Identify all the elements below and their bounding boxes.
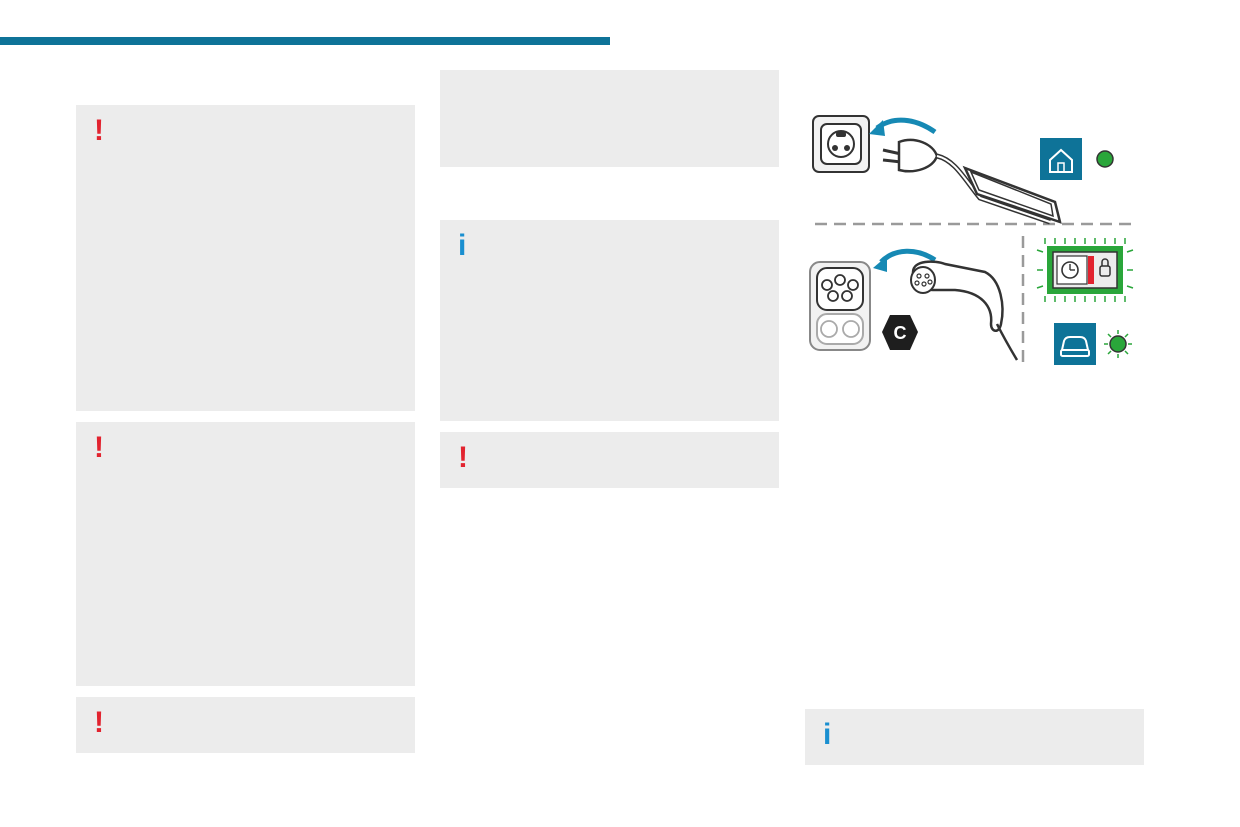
- vehicle-plug-icon: [910, 260, 1019, 361]
- vehicle-socket-icon: [809, 261, 871, 351]
- warning-icon: !: [94, 706, 104, 739]
- info-note-1: i: [440, 220, 779, 421]
- status-led-vehicle: [1104, 330, 1132, 358]
- info-icon: i: [458, 229, 467, 262]
- car-icon: [1054, 323, 1096, 365]
- home-icon: [1040, 138, 1082, 180]
- note-panel: [440, 70, 779, 167]
- status-led-home: [1096, 150, 1114, 168]
- warning-icon: !: [94, 431, 104, 464]
- info-icon: i: [823, 718, 832, 751]
- header-bar: [0, 37, 610, 45]
- domestic-socket-icon: [812, 115, 870, 173]
- charging-unit-display-icon: [1036, 238, 1134, 302]
- warning-note-4: !: [440, 432, 779, 488]
- arrow-icon: [879, 248, 937, 264]
- domestic-plug-icon: [882, 138, 1062, 225]
- warning-note-2: !: [76, 422, 415, 686]
- connector-c-badge-icon: C: [882, 315, 918, 350]
- info-note-2: i: [805, 709, 1144, 765]
- warning-note-3: !: [76, 697, 415, 753]
- warning-note-1: !: [76, 105, 415, 411]
- warning-icon: !: [458, 441, 468, 474]
- warning-icon: !: [94, 114, 104, 147]
- arrow-icon: [875, 117, 937, 135]
- charging-illustration: C: [809, 115, 1135, 365]
- svg-text:C: C: [894, 323, 907, 343]
